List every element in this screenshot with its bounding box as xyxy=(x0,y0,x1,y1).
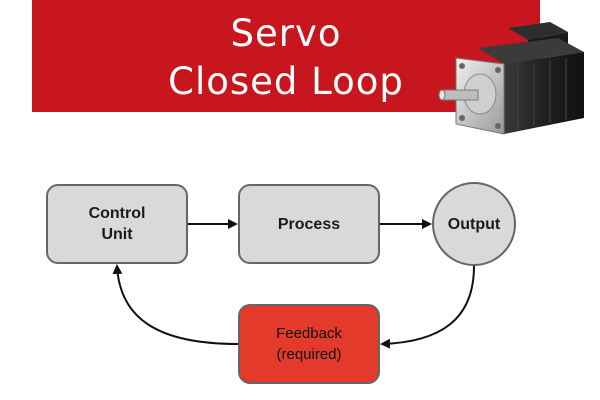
node-control-unit: Control Unit xyxy=(46,184,188,264)
node-process: Process xyxy=(238,184,380,264)
node-control-unit-line-2: Unit xyxy=(101,226,133,243)
arrow-output-to-feedback xyxy=(380,265,475,349)
servo-motor-icon xyxy=(438,22,584,135)
banner-title-line-1: Servo xyxy=(230,12,342,55)
banner-title-line-2: Closed Loop xyxy=(168,60,404,103)
node-feedback-line-2: (required) xyxy=(276,346,342,363)
node-output-label: Output xyxy=(447,215,501,233)
node-process-label: Process xyxy=(277,215,341,233)
node-feedback: Feedback (required) xyxy=(238,304,380,384)
node-control-unit-line-1: Control xyxy=(88,205,146,222)
node-feedback-line-1: Feedback xyxy=(276,325,342,342)
arrow-feedback-to-control xyxy=(112,264,239,345)
node-output: Output xyxy=(432,182,516,266)
